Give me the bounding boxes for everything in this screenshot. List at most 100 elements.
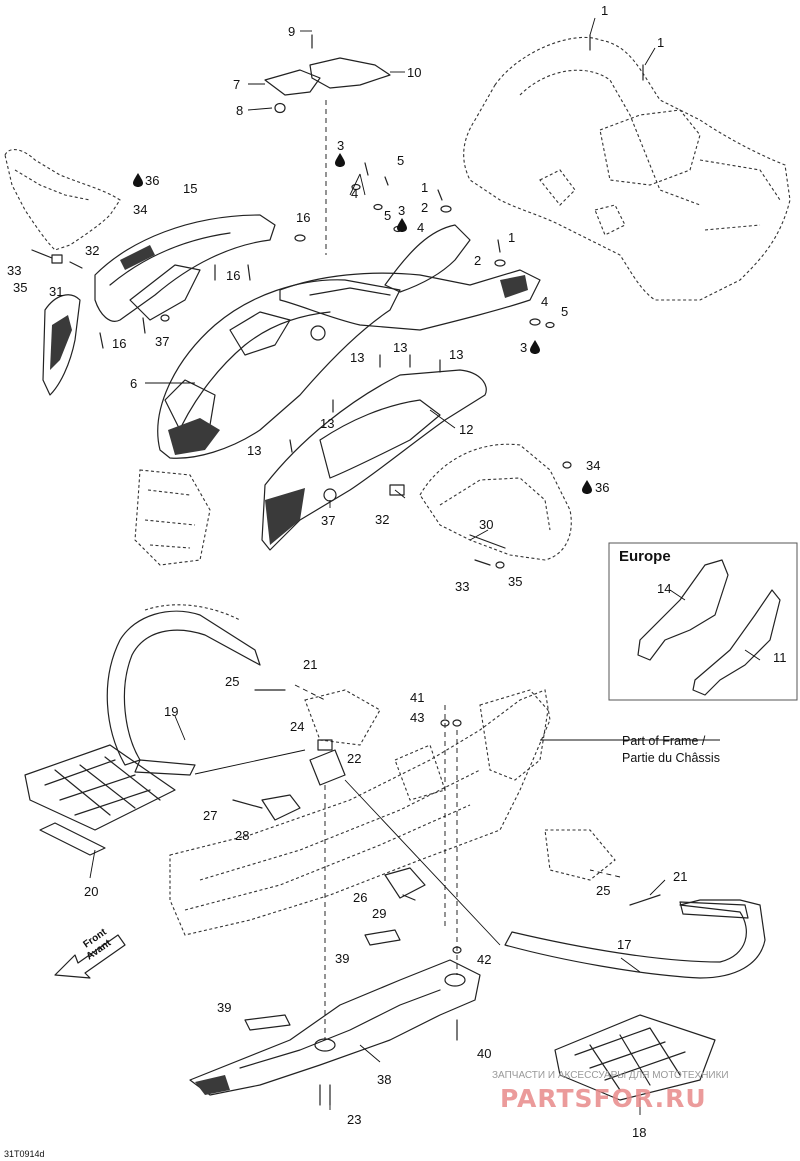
callout-29: 29 bbox=[372, 906, 386, 921]
callout-12: 12 bbox=[459, 422, 473, 437]
rear-fender-part bbox=[463, 36, 791, 301]
oil-drop-icon bbox=[530, 340, 540, 354]
callout-26: 26 bbox=[353, 890, 367, 905]
callout-13: 13 bbox=[247, 443, 261, 458]
fasteners bbox=[31, 34, 661, 1106]
callout-4: 4 bbox=[541, 294, 548, 309]
callout-3: 3 bbox=[398, 203, 405, 218]
oil-drop-icon bbox=[335, 153, 345, 167]
callout-2: 2 bbox=[474, 253, 481, 268]
oil-drop-icon bbox=[397, 218, 407, 232]
callout-24: 24 bbox=[290, 719, 304, 734]
callout-28: 28 bbox=[235, 828, 249, 843]
left-front-fender-part bbox=[4, 149, 121, 396]
headlight-bracket-part bbox=[134, 469, 211, 566]
callout-8: 8 bbox=[236, 103, 243, 118]
callout-39: 39 bbox=[217, 1000, 231, 1015]
callout-30: 30 bbox=[479, 517, 493, 532]
right-footrest-part bbox=[384, 829, 616, 899]
callout-5: 5 bbox=[397, 153, 404, 168]
oil-drop-icon bbox=[133, 173, 143, 187]
callout-36: 36 bbox=[595, 480, 609, 495]
document-id: 31T0914d bbox=[4, 1149, 45, 1159]
watermark-brand: PARTSFOR.RU bbox=[500, 1084, 707, 1113]
callout-6: 6 bbox=[130, 376, 137, 391]
inset-title: Europe bbox=[619, 548, 671, 565]
callout-33: 33 bbox=[455, 579, 469, 594]
callout-41: 41 bbox=[410, 690, 424, 705]
callout-35: 35 bbox=[508, 574, 522, 589]
callout-31: 31 bbox=[49, 284, 63, 299]
callout-1: 1 bbox=[421, 180, 428, 195]
frame-part bbox=[169, 689, 551, 936]
front-rack-part bbox=[94, 214, 276, 322]
callout-13: 13 bbox=[350, 350, 364, 365]
front-arrow-icon: Front Avant bbox=[54, 926, 126, 979]
callout-16: 16 bbox=[112, 336, 126, 351]
callout-1: 1 bbox=[508, 230, 515, 245]
callout-19: 19 bbox=[164, 704, 178, 719]
frame-label-line1: Part of Frame / bbox=[622, 734, 706, 748]
side-panel-part bbox=[261, 369, 487, 551]
callout-43: 43 bbox=[410, 710, 424, 725]
rear-skid-plate-part bbox=[554, 1014, 716, 1101]
callout-33: 33 bbox=[7, 263, 21, 278]
callout-3: 3 bbox=[337, 138, 344, 153]
callout-13: 13 bbox=[393, 340, 407, 355]
callout-17: 17 bbox=[617, 937, 631, 952]
callout-20: 20 bbox=[84, 884, 98, 899]
callout-13: 13 bbox=[320, 416, 334, 431]
callout-37: 37 bbox=[321, 513, 335, 528]
callout-38: 38 bbox=[377, 1072, 391, 1087]
callout-32: 32 bbox=[375, 512, 389, 527]
callout-39: 39 bbox=[335, 951, 349, 966]
callout-23: 23 bbox=[347, 1112, 361, 1127]
callout-32: 32 bbox=[85, 243, 99, 258]
callout-25: 25 bbox=[596, 883, 610, 898]
callout-21: 21 bbox=[303, 657, 317, 672]
callout-42: 42 bbox=[477, 952, 491, 967]
europe-inset: Europe bbox=[608, 542, 798, 701]
rear-bumper-part bbox=[504, 899, 766, 979]
inset-callout-11: 11 bbox=[773, 650, 787, 665]
callout-10: 10 bbox=[407, 65, 421, 80]
callout-4: 4 bbox=[351, 186, 358, 201]
callout-3: 3 bbox=[520, 340, 527, 355]
frame-label-line2: Partie du Châssis bbox=[622, 751, 720, 765]
callout-37: 37 bbox=[155, 334, 169, 349]
callout-15: 15 bbox=[183, 181, 197, 196]
callout-16: 16 bbox=[296, 210, 310, 225]
callout-21: 21 bbox=[673, 869, 687, 884]
oil-drop-icon bbox=[582, 480, 592, 494]
callout-35: 35 bbox=[13, 280, 27, 295]
callout-7: 7 bbox=[233, 77, 240, 92]
inset-callout-14: 14 bbox=[657, 581, 671, 596]
callout-34: 34 bbox=[133, 202, 147, 217]
left-footrest-part bbox=[261, 689, 381, 821]
callout-22: 22 bbox=[347, 751, 361, 766]
front-bumper-part bbox=[106, 604, 261, 776]
callout-2: 2 bbox=[421, 200, 428, 215]
front-fascia-part bbox=[157, 279, 401, 459]
lead-lines bbox=[89, 17, 720, 1115]
callout-1: 1 bbox=[601, 3, 608, 18]
callout-4: 4 bbox=[417, 220, 424, 235]
callout-18: 18 bbox=[632, 1125, 646, 1140]
callout-5: 5 bbox=[384, 208, 391, 223]
callout-25: 25 bbox=[225, 674, 239, 689]
callout-13: 13 bbox=[449, 347, 463, 362]
watermark-caption: ЗАПЧАСТИ И АКСЕССУАРЫ ДЛЯ МОТОТЕХНИКИ bbox=[492, 1070, 729, 1081]
callout-5: 5 bbox=[561, 304, 568, 319]
callout-34: 34 bbox=[586, 458, 600, 473]
callout-36: 36 bbox=[145, 173, 159, 188]
right-front-fender-part bbox=[419, 443, 572, 561]
callout-1: 1 bbox=[657, 35, 664, 50]
front-skid-plate-part bbox=[24, 744, 176, 856]
callout-40: 40 bbox=[477, 1046, 491, 1061]
callout-27: 27 bbox=[203, 808, 217, 823]
center-console-part bbox=[279, 224, 541, 331]
callout-16: 16 bbox=[226, 268, 240, 283]
callout-numbers: 1 1 1 1 2 2 3 3 3 4 4 4 5 5 5 6 7 8 9 10… bbox=[7, 3, 687, 1140]
deflector-parts bbox=[264, 57, 391, 114]
